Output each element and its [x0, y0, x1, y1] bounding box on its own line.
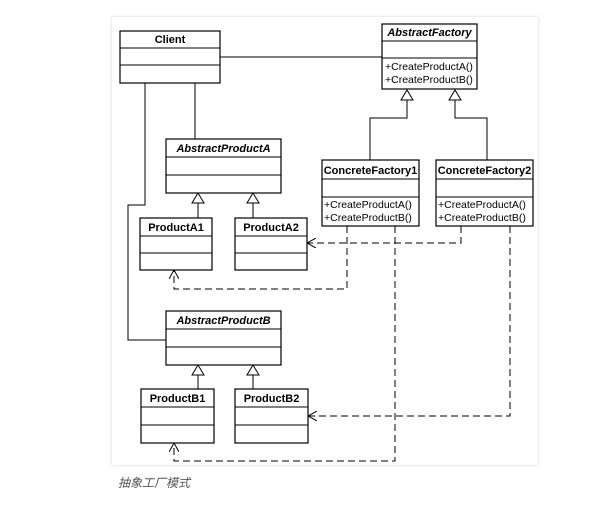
concrete-factory2-method-a: +CreateProductA() — [438, 199, 526, 211]
cf2-creates-a2-line — [307, 226, 462, 243]
association-lines — [127, 56, 382, 341]
concrete-factory1-method-a: +CreateProductA() — [324, 199, 412, 211]
generalization-lines — [191, 89, 488, 389]
class-abstract-product-a[interactable]: AbstractProductA — [165, 138, 282, 194]
client-name: Client — [155, 34, 186, 46]
cf2-inherits-arrow — [448, 89, 462, 101]
concrete-factory2-name: ConcreteFactory2 — [438, 165, 532, 177]
class-concrete-factory2[interactable]: ConcreteFactory2 +CreateProductA() +Crea… — [435, 159, 534, 227]
cf1-creates-a1-line — [174, 226, 348, 290]
a2-inherits-arrow — [246, 192, 260, 204]
concrete-factory1-name: ConcreteFactory1 — [324, 165, 418, 177]
class-abstract-factory[interactable]: AbstractFactory +CreateProductA() +Creat… — [381, 23, 478, 90]
cf1-creates-b1-line — [174, 226, 396, 462]
concrete-factory2-method-b: +CreateProductB() — [438, 212, 526, 224]
class-client[interactable]: Client — [119, 30, 221, 84]
class-product-a1[interactable]: ProductA1 — [139, 217, 213, 271]
abstract-product-a-name: AbstractProductA — [175, 143, 270, 155]
abstract-factory-method-a: +CreateProductA() — [385, 61, 473, 73]
product-a1-name: ProductA1 — [148, 222, 204, 234]
class-abstract-product-b[interactable]: AbstractProductB — [165, 310, 282, 366]
concrete-factory1-method-b: +CreateProductB() — [324, 212, 412, 224]
class-product-a2[interactable]: ProductA2 — [234, 217, 308, 271]
b2-inherits-arrow — [246, 364, 260, 376]
class-concrete-factory1[interactable]: ConcreteFactory1 +CreateProductA() +Crea… — [321, 159, 420, 227]
class-product-b2[interactable]: ProductB2 — [234, 388, 309, 444]
cf2-creates-b2-line — [308, 226, 511, 416]
cf2-inherits-line — [454, 100, 488, 160]
cf1-inherits-arrow — [400, 89, 414, 101]
figure-caption: 抽象工厂模式 — [118, 476, 191, 490]
abstract-product-b-name: AbstractProductB — [175, 315, 270, 327]
class-product-b1[interactable]: ProductB1 — [140, 388, 215, 444]
abstract-factory-name: AbstractFactory — [386, 27, 472, 39]
product-b2-name: ProductB2 — [244, 393, 300, 405]
cf1-inherits-line — [369, 100, 408, 160]
product-a2-name: ProductA2 — [243, 222, 299, 234]
a1-inherits-arrow — [191, 192, 205, 204]
b1-inherits-arrow — [191, 364, 205, 376]
product-b1-name: ProductB1 — [150, 393, 206, 405]
abstract-factory-method-b: +CreateProductB() — [385, 74, 473, 86]
dependency-lines — [174, 226, 511, 462]
client-to-abstract-product-b-line — [127, 83, 166, 341]
